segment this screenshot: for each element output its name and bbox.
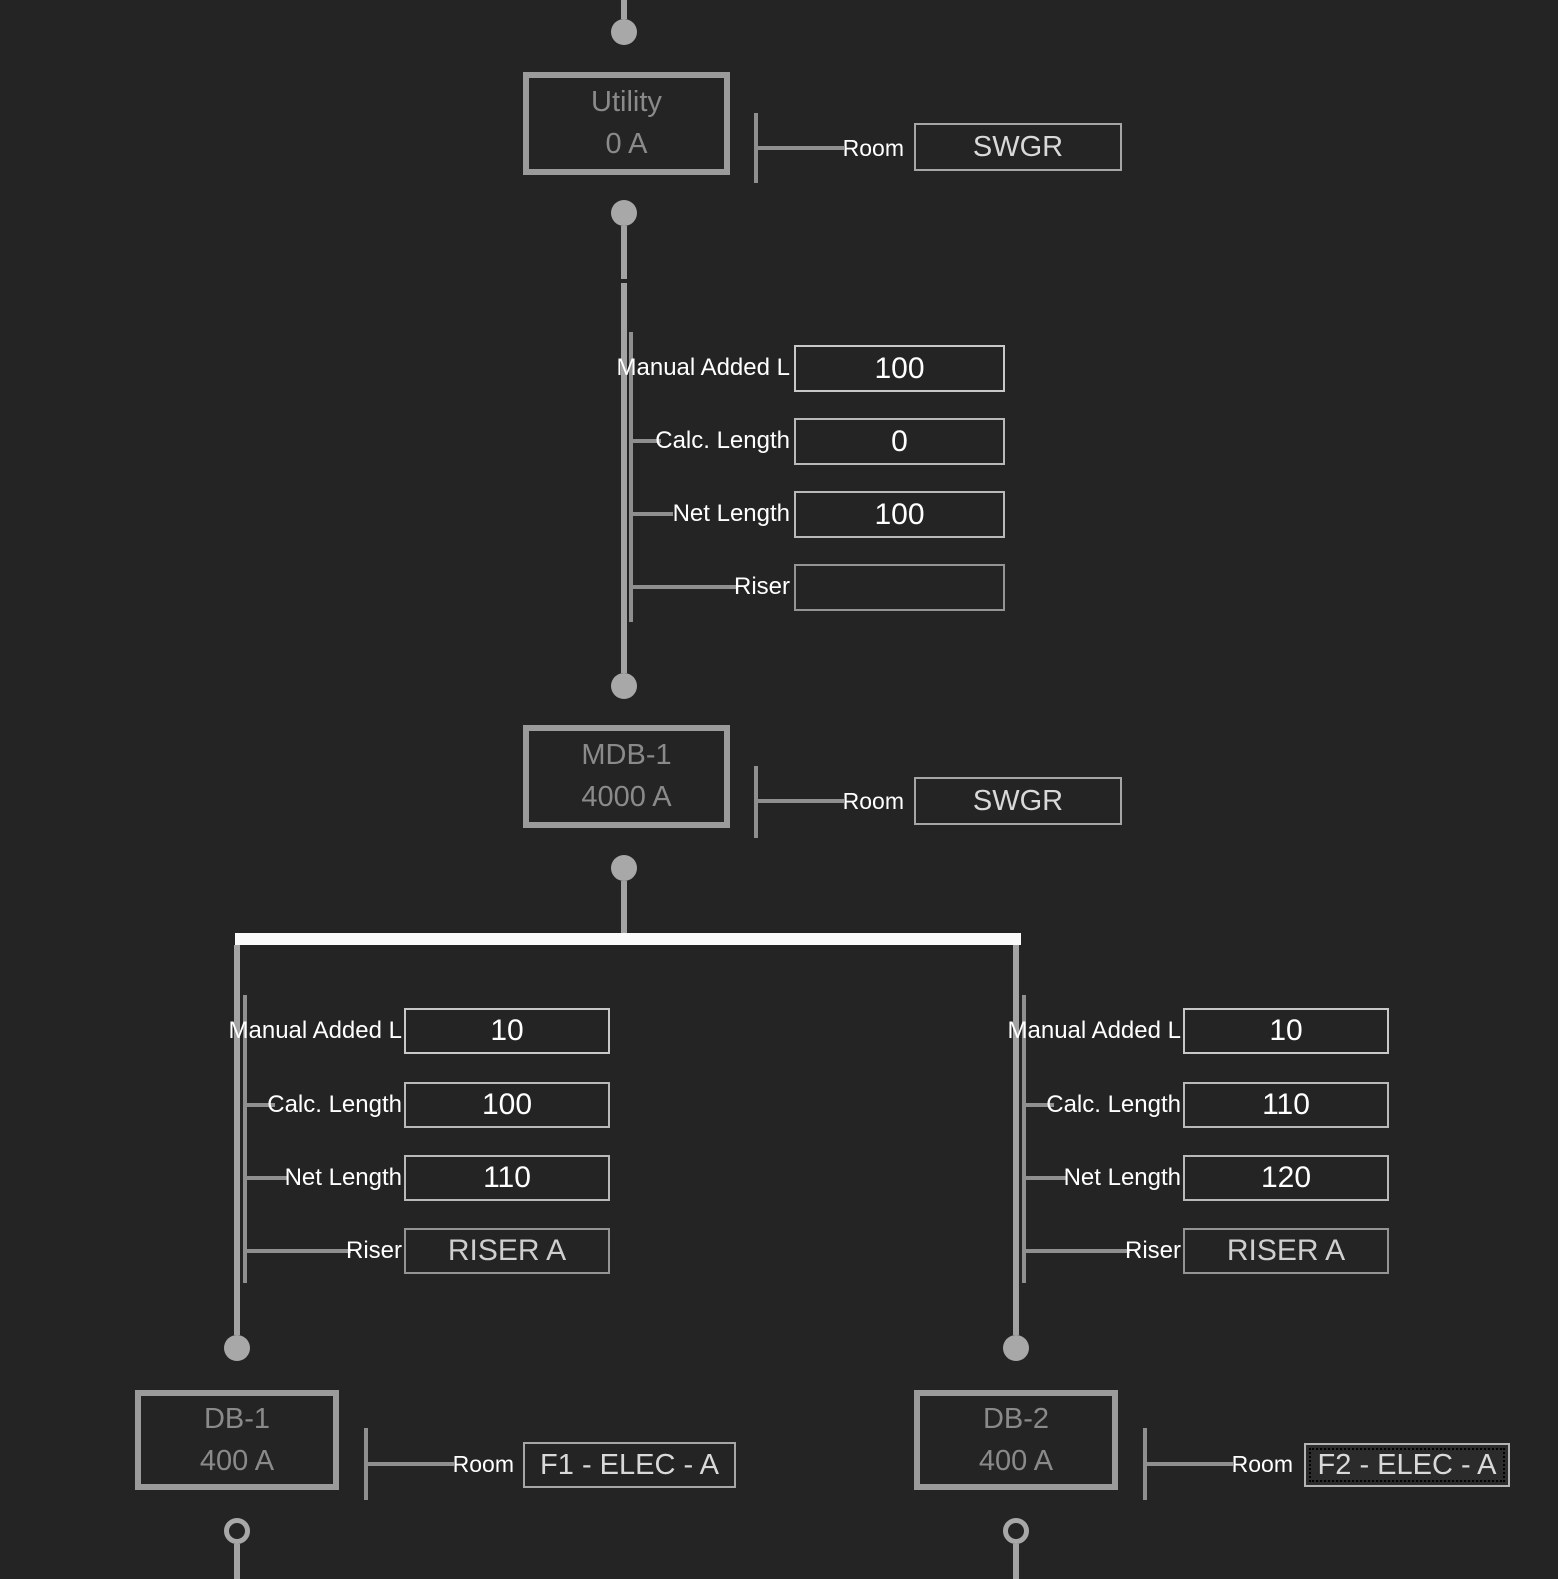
feeder-mdb1-db1-riser-field[interactable]: RISER A: [404, 1228, 610, 1274]
mdb1-busbar[interactable]: [235, 933, 1021, 945]
mdb1-room-field[interactable]: SWGR: [914, 777, 1122, 825]
feeder-mdb1-db2-manual-label: Manual Added L: [1007, 1017, 1181, 1044]
feeder-mdb1-db1-net-label: Net Length: [284, 1164, 402, 1191]
mdb1-bottom-connector-node[interactable]: [611, 855, 637, 881]
db2-room-field[interactable]: F2 - ELEC - A: [1304, 1443, 1510, 1487]
feeder-mdb1-db2-net-field[interactable]: 120: [1183, 1155, 1389, 1201]
utility-room-label: Room: [842, 135, 904, 161]
feeder-utility-mdb1-riser-tick: [633, 585, 737, 589]
feeder-mdb1-db1-calc-field[interactable]: 100: [404, 1082, 610, 1128]
mdb1-rating: 4000 A: [581, 781, 672, 813]
mdb1-name: MDB-1: [581, 739, 672, 771]
mdb1-to-busbar-line: [621, 881, 627, 933]
feeder-mdb1-db2-bracket: [1022, 995, 1026, 1283]
db1-room-label: Room: [452, 1451, 514, 1477]
mdb1-top-connector-node[interactable]: [611, 673, 637, 699]
equipment-box-db2[interactable]: DB-2 400 A: [914, 1390, 1118, 1490]
feeder-mdb1-db1-calc-tick: [247, 1103, 275, 1107]
feeder-utility-mdb1-calc-field[interactable]: 0: [794, 418, 1005, 465]
feeder-mdb1-db1-net-tick: [247, 1176, 287, 1180]
feeder-mdb1-db1-riser-tick: [247, 1249, 351, 1253]
feeder-utility-mdb1-net-tick: [633, 512, 673, 516]
feeder-mdb1-db2-net-tick: [1026, 1176, 1066, 1180]
feeder-mdb1-db1-line: [234, 945, 240, 1335]
feeder-utility-mdb1-net-field[interactable]: 100: [794, 491, 1005, 538]
utility-top-connector-node[interactable]: [611, 19, 637, 45]
utility-room-field[interactable]: SWGR: [914, 123, 1122, 171]
mdb1-room-label: Room: [842, 788, 904, 814]
db2-top-connector-node[interactable]: [1003, 1335, 1029, 1361]
feeder-utility-mdb1-riser-label: Riser: [733, 573, 790, 600]
feeder-utility-mdb1-bracket: [629, 332, 633, 622]
feeder-mdb1-db2-manual-field[interactable]: 10: [1183, 1008, 1389, 1054]
feeder-utility-mdb1-line-lower: [621, 283, 627, 673]
db1-rating: 400 A: [199, 1444, 275, 1477]
db1-room-tick-horizontal: [364, 1462, 454, 1466]
db2-name: DB-2: [982, 1402, 1050, 1435]
feeder-mdb1-db2-net-label: Net Length: [1063, 1164, 1181, 1191]
db1-outgoing-line: [234, 1544, 240, 1579]
feeder-utility-mdb1-calc-label: Calc. Length: [655, 427, 790, 454]
db2-room-label: Room: [1231, 1451, 1293, 1477]
feeder-mdb1-db1-riser-label: Riser: [345, 1237, 402, 1264]
equipment-box-utility[interactable]: Utility 0 A: [523, 72, 730, 175]
feeder-mdb1-db1-manual-field[interactable]: 10: [404, 1008, 610, 1054]
utility-bottom-connector-node[interactable]: [611, 200, 637, 226]
feeder-utility-mdb1-manual-field[interactable]: 100: [794, 345, 1005, 392]
incoming-line-top: [621, 0, 627, 19]
utility-rating: 0 A: [605, 128, 648, 160]
mdb1-room-tick-horizontal: [754, 799, 844, 803]
feeder-mdb1-db1-manual-label: Manual Added L: [228, 1017, 402, 1044]
feeder-mdb1-db1-bracket: [243, 995, 247, 1283]
feeder-utility-mdb1-manual-label: Manual Added L: [616, 354, 790, 381]
feeder-mdb1-db2-riser-field[interactable]: RISER A: [1183, 1228, 1389, 1274]
db2-open-connector-node[interactable]: [1003, 1518, 1029, 1544]
equipment-box-db1[interactable]: DB-1 400 A: [135, 1390, 339, 1490]
utility-room-tick-horizontal: [754, 146, 844, 150]
db1-room-field[interactable]: F1 - ELEC - A: [523, 1442, 736, 1488]
feeder-mdb1-db2-calc-field[interactable]: 110: [1183, 1082, 1389, 1128]
feeder-mdb1-db1-net-field[interactable]: 110: [404, 1155, 610, 1201]
feeder-utility-mdb1-riser-field[interactable]: [794, 564, 1005, 611]
feeder-mdb1-db1-calc-label: Calc. Length: [267, 1091, 402, 1118]
db2-rating: 400 A: [978, 1444, 1054, 1477]
db2-room-tick-horizontal: [1143, 1462, 1233, 1466]
db1-open-connector-node[interactable]: [224, 1518, 250, 1544]
feeder-mdb1-db2-line: [1013, 945, 1019, 1335]
feeder-mdb1-db2-calc-label: Calc. Length: [1046, 1091, 1181, 1118]
db1-name: DB-1: [203, 1402, 271, 1435]
utility-name: Utility: [591, 86, 662, 118]
feeder-utility-mdb1-line-upper: [621, 226, 627, 279]
equipment-box-mdb1[interactable]: MDB-1 4000 A: [523, 725, 730, 828]
feeder-mdb1-db2-riser-label: Riser: [1124, 1237, 1181, 1264]
feeder-utility-mdb1-calc-tick: [633, 439, 661, 443]
feeder-utility-mdb1-net-label: Net Length: [672, 500, 790, 527]
feeder-mdb1-db2-calc-tick: [1026, 1103, 1054, 1107]
db1-top-connector-node[interactable]: [224, 1335, 250, 1361]
feeder-mdb1-db2-riser-tick: [1026, 1249, 1130, 1253]
db2-outgoing-line: [1013, 1544, 1019, 1579]
